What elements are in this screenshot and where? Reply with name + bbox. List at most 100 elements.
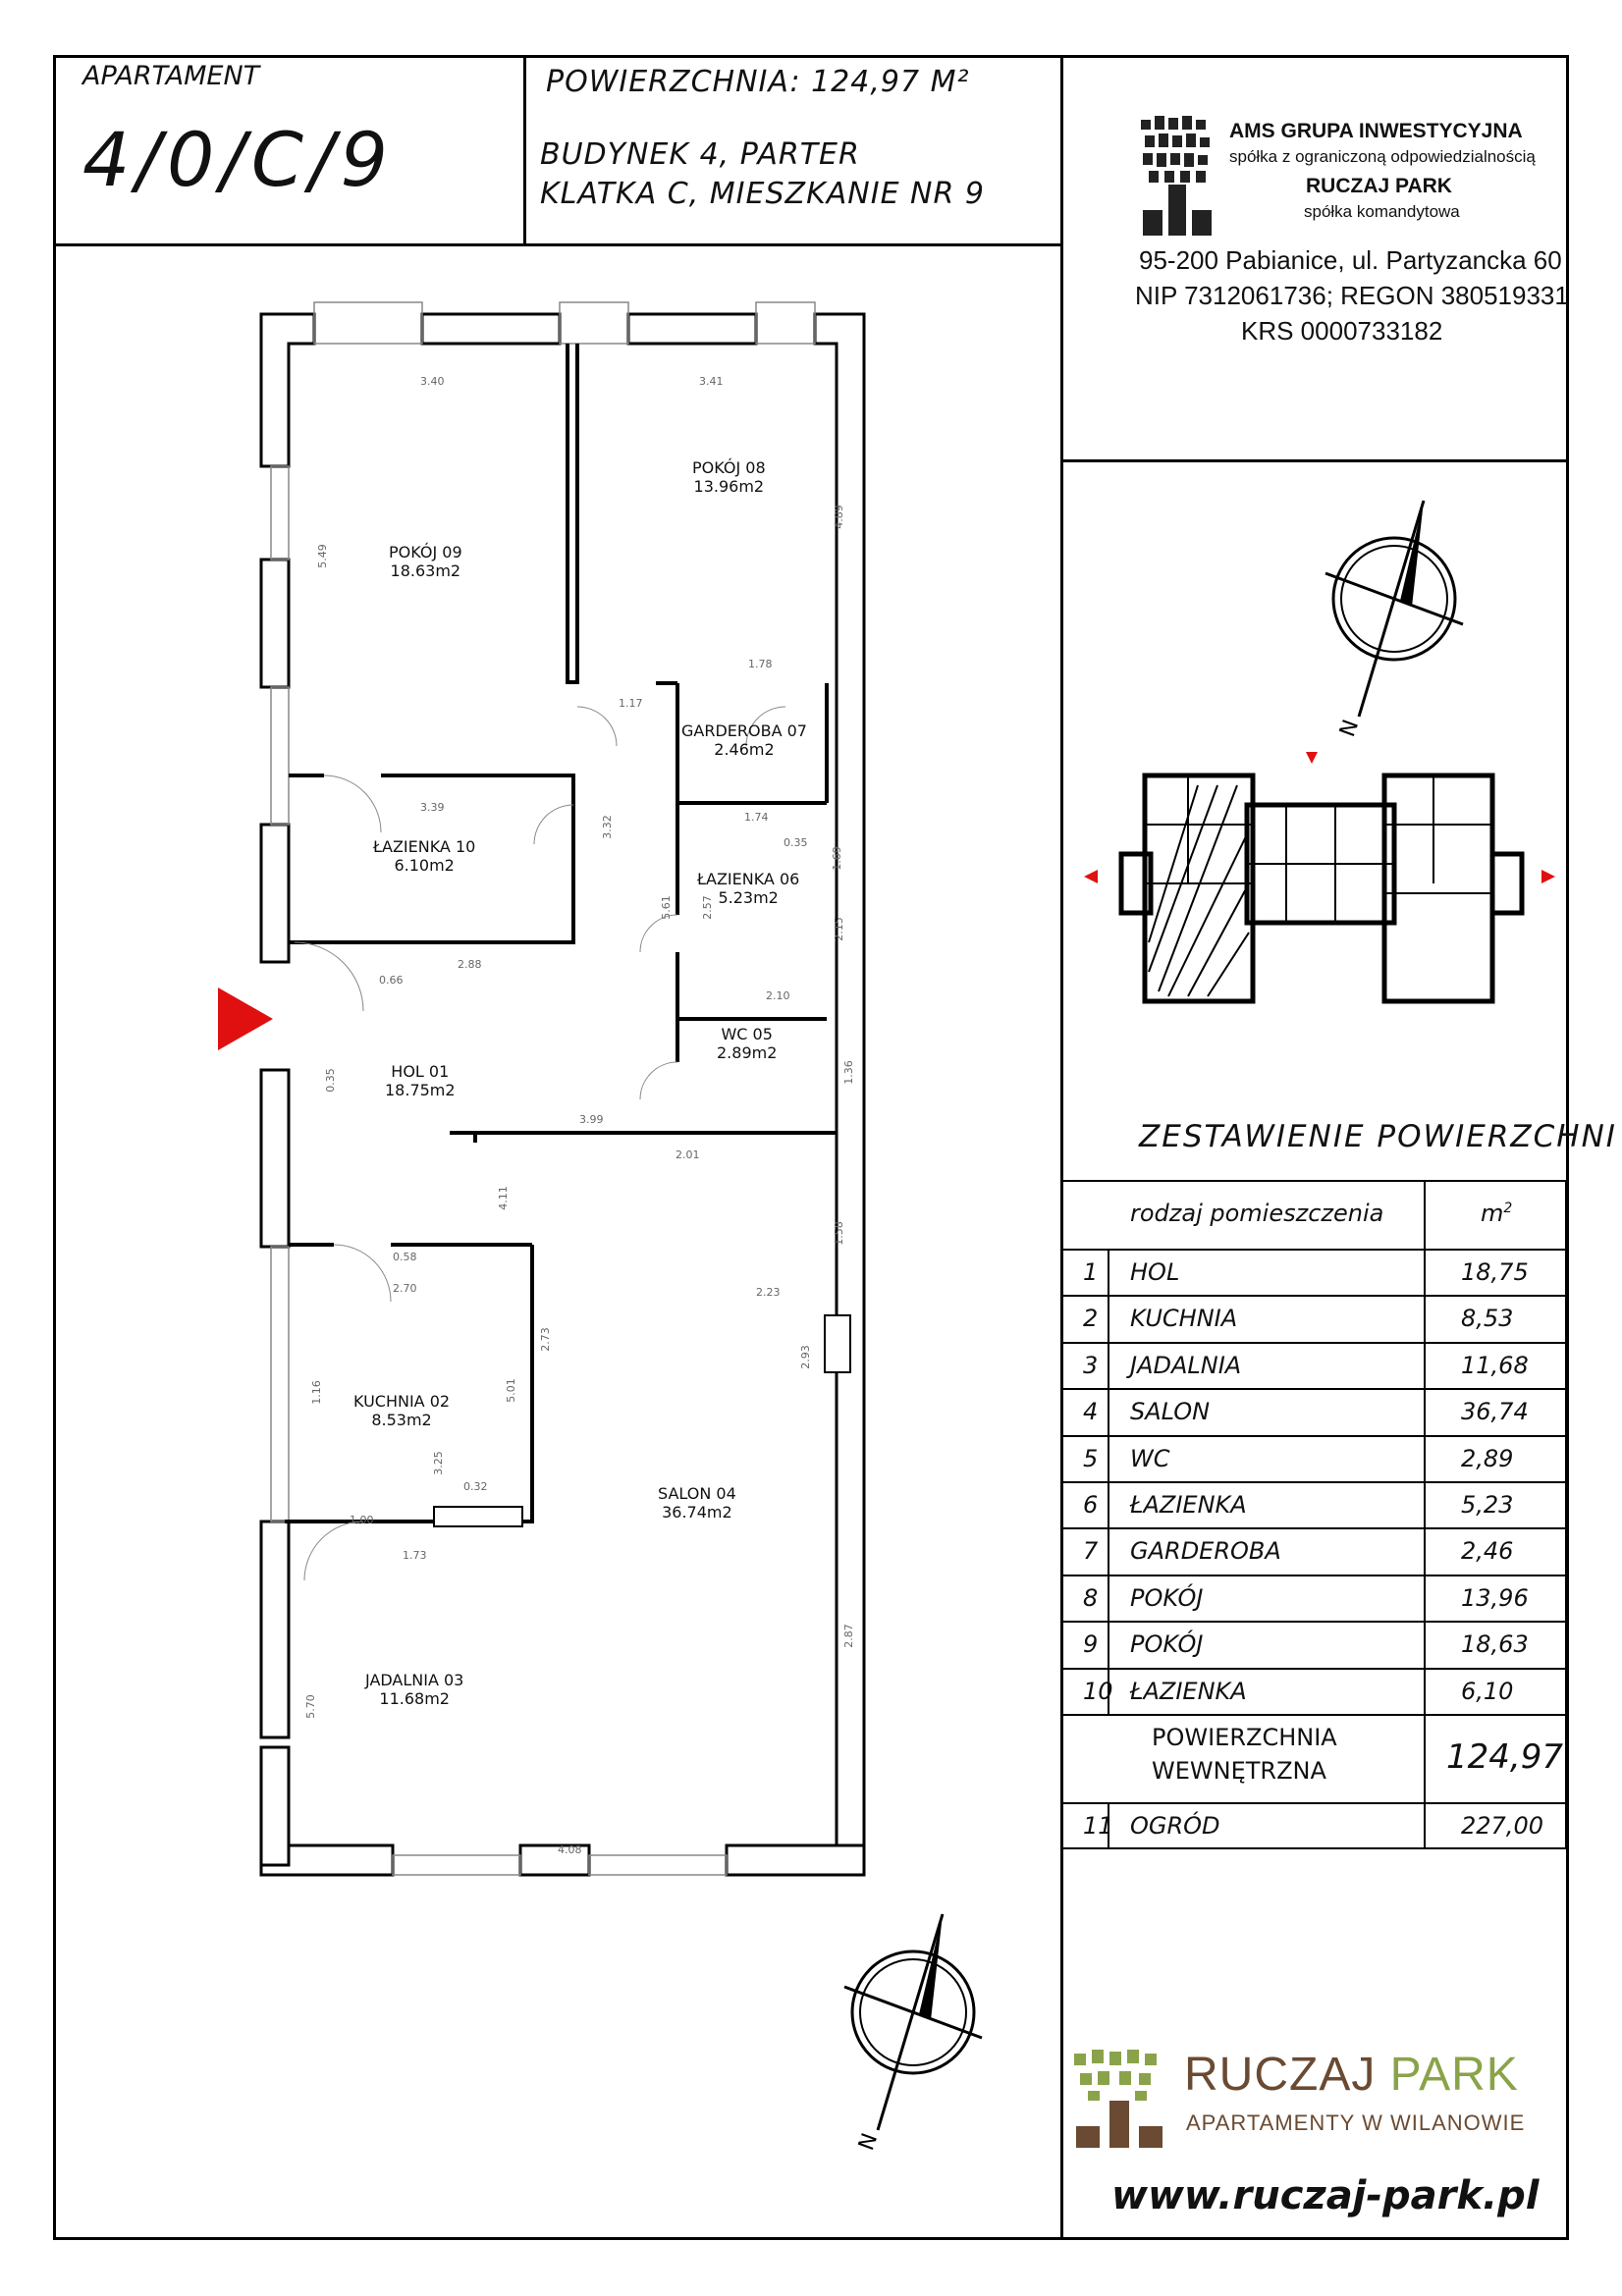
company-name-2: RUCZAJ PARK — [1306, 175, 1452, 197]
dimension-label: 1.16 — [309, 1380, 323, 1405]
row-room-type: ŁAZIENKA — [1130, 1491, 1247, 1519]
row-number: 3 — [1083, 1351, 1099, 1379]
website-link[interactable]: www.ruczaj-park.pl — [1111, 2173, 1540, 2218]
dimension-label: 3.32 — [600, 815, 614, 839]
row-number: 1 — [1083, 1258, 1099, 1286]
column-divider — [1060, 55, 1063, 2240]
dimension-label: 3.41 — [699, 375, 724, 388]
dimension-label: 4.08 — [558, 1843, 582, 1856]
compass-top-letter: N — [1335, 717, 1364, 740]
dimension-label: 1.36 — [841, 1060, 855, 1085]
dimension-label: 0.35 — [784, 836, 808, 849]
row-area: 18,63 — [1461, 1630, 1529, 1659]
table-bottom-line — [1063, 1847, 1567, 1849]
dimension-label: 2.70 — [393, 1282, 417, 1295]
row-room-type: SALON — [1130, 1398, 1211, 1426]
table-header-type: rodzaj pomieszczenia — [1130, 1200, 1384, 1227]
company-legal-form-2: spółka komandytowa — [1304, 202, 1460, 221]
row-number: 5 — [1083, 1444, 1099, 1472]
dimension-label: 3.25 — [431, 1451, 445, 1475]
row-area: 18,75 — [1461, 1258, 1529, 1286]
dimension-label: 0.32 — [463, 1480, 488, 1493]
header-inner-divider — [523, 55, 526, 245]
row-area: 8,53 — [1461, 1305, 1514, 1333]
dimension-label: 0.66 — [379, 974, 404, 987]
row-area: 5,23 — [1461, 1491, 1514, 1519]
dimension-label: 2.87 — [841, 1624, 855, 1648]
dimension-label: 1.69 — [830, 846, 843, 871]
row-room-type: JADALNIA — [1130, 1351, 1242, 1379]
table-row: 6 ŁAZIENKA 5,23 — [1063, 1481, 1566, 1528]
row-room-type: ŁAZIENKA — [1130, 1677, 1247, 1705]
row-number: 4 — [1083, 1398, 1099, 1426]
sheet-frame — [53, 55, 1569, 2240]
company-address: 95-200 Pabianice, ul. Partyzancka 60 — [1139, 245, 1562, 275]
row-number: 8 — [1083, 1583, 1099, 1612]
row-area: 36,74 — [1461, 1398, 1529, 1426]
dimension-label: 2.10 — [766, 989, 790, 1002]
company-tree-logo — [1141, 116, 1212, 236]
row-room-type: KUCHNIA — [1130, 1305, 1238, 1333]
garden-num: 11 — [1083, 1812, 1113, 1840]
table-row: 1 HOL 18,75 — [1063, 1249, 1566, 1296]
company-divider — [1060, 459, 1569, 462]
dimension-label: 2.73 — [538, 1327, 552, 1352]
dimension-label: 1.58 — [832, 1221, 845, 1246]
row-room-type: HOL — [1130, 1258, 1180, 1286]
row-room-type: GARDEROBA — [1130, 1537, 1281, 1566]
company-krs: KRS 0000733182 — [1241, 316, 1443, 346]
dimension-label: 1.73 — [403, 1549, 427, 1562]
compass-bottom-letter: N — [854, 2130, 883, 2154]
dimension-label: 0.58 — [393, 1251, 417, 1263]
garden-name: OGRÓD — [1130, 1812, 1220, 1840]
dimension-label: 2.15 — [832, 917, 845, 941]
row-room-type: POKÓJ — [1130, 1630, 1204, 1659]
compass-top-icon: N — [1325, 500, 1464, 740]
table-num-divider-2 — [1108, 1802, 1109, 1849]
dimension-label: 3.39 — [420, 801, 445, 814]
table-row: 9 POKÓJ 18,63 — [1063, 1621, 1566, 1668]
dimension-label: 5.61 — [659, 895, 673, 920]
apartment-label: APARTAMENT — [82, 61, 260, 91]
row-number: 9 — [1083, 1630, 1099, 1659]
row-area: 6,10 — [1461, 1677, 1514, 1705]
row-number: 7 — [1083, 1537, 1099, 1566]
dimension-label: 1.78 — [748, 658, 773, 670]
building-key-plan — [1084, 752, 1555, 1004]
brand-logo-subtitle: APARTAMENTY W WILANOWIE — [1186, 2110, 1526, 2135]
dimension-label: 4.89 — [832, 505, 845, 529]
entrance-arrow-icon — [218, 988, 273, 1050]
company-nip-regon: NIP 7312061736; REGON 380519331 — [1135, 281, 1569, 310]
dimension-label: 3.40 — [420, 375, 445, 388]
summary-title: ZESTAWIENIE POWIERZCHNI — [1139, 1119, 1617, 1154]
total-value: 124,97 — [1446, 1737, 1563, 1777]
header-divider — [53, 243, 1062, 246]
dimension-label: 2.57 — [700, 895, 714, 920]
table-total-row: POWIERZCHNIA WEWNĘTRZNA 124,97 — [1063, 1714, 1566, 1804]
ruczaj-park-tree-logo — [1074, 2050, 1162, 2148]
building-line: BUDYNEK 4, PARTER — [540, 137, 860, 172]
row-number: 6 — [1083, 1491, 1099, 1519]
dimension-label: 2.93 — [798, 1345, 812, 1369]
row-area: 13,96 — [1461, 1583, 1529, 1612]
table-row: 4 SALON 36,74 — [1063, 1388, 1566, 1435]
brand-logo-text: RUCZAJ PARK — [1184, 2049, 1519, 2101]
dimension-label: 1.00 — [350, 1514, 374, 1526]
table-col-divider — [1424, 1180, 1426, 1849]
dimension-label: 2.01 — [676, 1148, 700, 1161]
